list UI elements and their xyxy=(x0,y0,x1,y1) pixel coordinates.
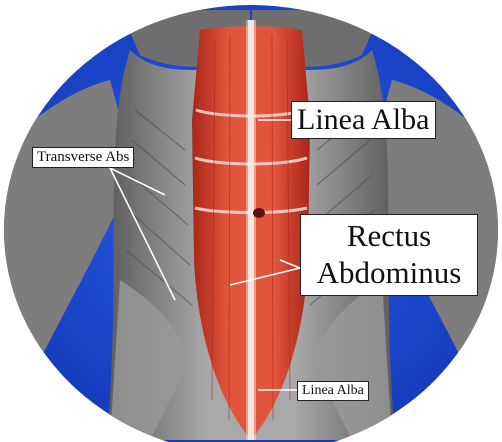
label-rectus-line1: Rectus xyxy=(309,217,469,254)
label-rectus-abdominus: Rectus Abdominus xyxy=(300,214,478,296)
label-transverse-abs: Transverse Abs xyxy=(32,147,134,168)
label-rectus-line2: Abdominus xyxy=(309,254,469,291)
navel xyxy=(253,208,265,218)
label-linea-alba-bottom: Linea Alba xyxy=(297,381,369,401)
label-linea-alba-top: Linea Alba xyxy=(291,101,436,139)
